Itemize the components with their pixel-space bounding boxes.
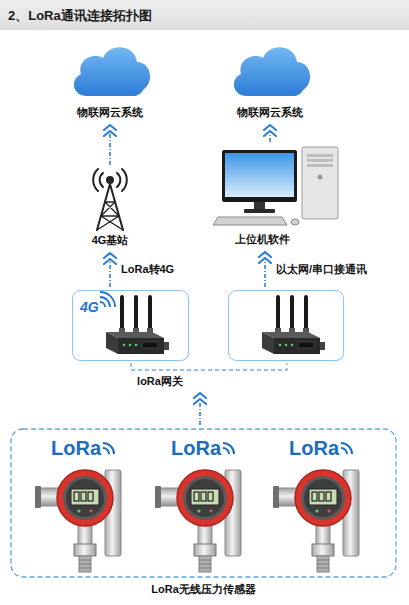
- pressure-sensor: LoRa: [25, 436, 145, 574]
- node-label: 物联网云系统: [77, 106, 143, 120]
- node-label: 上位机软件: [235, 233, 290, 247]
- arrow-head: [264, 125, 276, 130]
- pressure-transmitter: [273, 470, 359, 572]
- pressure-transmitter: [155, 470, 241, 572]
- title-bar: 2、LoRa通讯连接拓扑图: [0, 0, 409, 30]
- uplink-arrow: [264, 125, 276, 142]
- arrow-shaft: [109, 133, 111, 165]
- arrow-shaft: [269, 133, 271, 142]
- arrow-head: [104, 125, 116, 130]
- uplink-arrow: [104, 125, 116, 165]
- arrow-head: [194, 399, 206, 404]
- link-label: LoRa转4G: [119, 263, 176, 277]
- wireless-waves: [100, 292, 115, 307]
- wireless-waves: [103, 443, 114, 454]
- arrow-head: [104, 253, 116, 258]
- lora-logo: LoRa: [171, 436, 221, 461]
- node-label: 物联网云系统: [237, 106, 303, 120]
- computer-icon: [213, 147, 338, 225]
- gateway-box: 4G: [72, 290, 190, 362]
- arrow-head: [104, 131, 116, 136]
- pressure-sensor: LoRa: [145, 436, 265, 574]
- sensor-region: LoRa LoRa LoRaLoRa无线压力传感器: [10, 428, 397, 600]
- pressure-sensor: LoRa: [263, 436, 383, 574]
- arrow-head: [194, 393, 206, 398]
- lora-logo: LoRa: [289, 436, 339, 461]
- cloud-shape: [234, 47, 310, 96]
- base-station-node: 4G基站: [75, 168, 145, 250]
- diagram-title: 2、LoRa通讯连接拓扑图: [8, 7, 152, 25]
- cloud-node: 物联网云系统: [225, 30, 315, 122]
- arrow-shaft: [264, 260, 266, 287]
- uplink-arrow: [194, 393, 206, 425]
- region-outline: [11, 429, 396, 577]
- arrow-shaft: [109, 261, 111, 287]
- host-computer-node: 上位机软件: [212, 145, 342, 249]
- wireless-waves: [223, 443, 234, 454]
- arrow-head: [264, 131, 276, 136]
- arrow-head: [259, 252, 271, 257]
- tower-icon: [93, 169, 127, 230]
- gateway-illustration: [228, 290, 345, 362]
- gateway-outline: [73, 291, 189, 361]
- gateway-bracket: [131, 363, 287, 370]
- gateway-box: [228, 290, 345, 362]
- node-label: LoRa无线压力传感器: [151, 583, 256, 597]
- wireless-waves: [341, 443, 352, 454]
- node-label: loRa网关: [137, 375, 183, 389]
- pressure-transmitter: [35, 470, 121, 572]
- uplink-arrow: [104, 253, 116, 287]
- uplink-arrow: [259, 252, 271, 287]
- gateway-device: [262, 297, 325, 354]
- gateway-outline: [229, 291, 344, 361]
- cloud-node: 物联网云系统: [65, 30, 155, 122]
- lora-logo: LoRa: [51, 436, 101, 461]
- arrow-shaft: [199, 401, 201, 425]
- network-badge: 4G: [80, 299, 99, 317]
- cloud-shape: [74, 47, 150, 96]
- arrow-head: [259, 258, 271, 263]
- node-label: 4G基站: [92, 234, 129, 248]
- link-label: 以太网/串口接通讯: [274, 263, 369, 277]
- gateway-group: 4G loRa网关: [72, 290, 345, 390]
- arrow-head: [104, 259, 116, 264]
